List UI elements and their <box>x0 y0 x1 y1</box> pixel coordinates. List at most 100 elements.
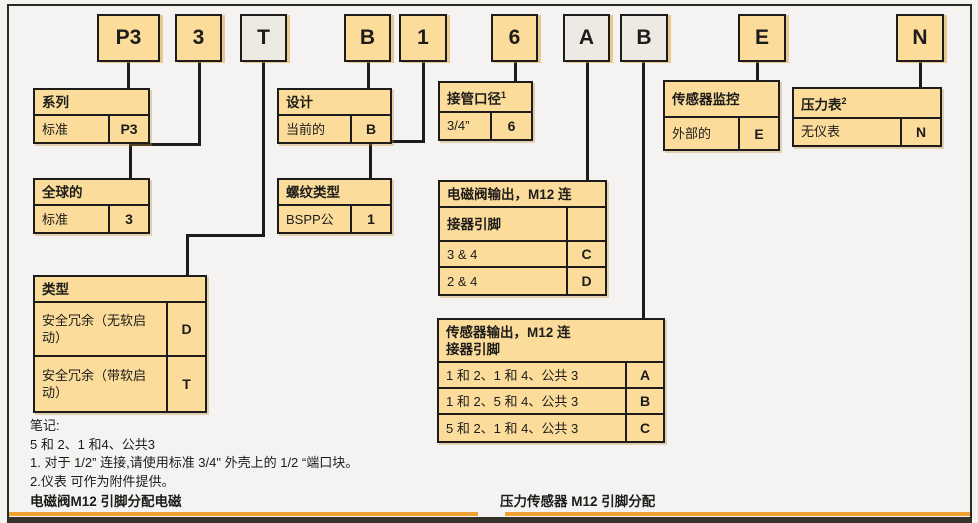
connector-line-n <box>919 62 922 87</box>
note-line: 1. 对于 1/2” 连接,请使用标准 3/4" 外壳上的 1/2 “端口块。 <box>30 455 359 470</box>
table-subheader-row: 接器引脚 <box>440 208 605 242</box>
table-row: 3/4” 6 <box>440 112 531 139</box>
table-row: 1 和 2、5 和 4、公共 3 B <box>439 389 663 415</box>
row-code: B <box>350 116 390 142</box>
row-code: C <box>566 242 605 266</box>
footer-label-sensor-pin-assignment: 压力传感器 M12 引脚分配 <box>500 494 656 509</box>
subheader-code-cell <box>566 208 605 240</box>
footnote-marker-1: 1 <box>501 90 507 100</box>
connector-line-6 <box>514 62 517 81</box>
table-row: 安全冗余（带软启动） T <box>35 357 205 411</box>
row-label: 2 & 4 <box>447 273 478 289</box>
code-box-sensor-pins: B <box>620 14 668 62</box>
table-design-title: 设计 <box>279 90 390 116</box>
row-code: A <box>625 363 663 387</box>
connector-line-t-b <box>186 234 265 237</box>
row-code: D <box>166 303 205 355</box>
footer-label-solenoid-pin-assignment: 电磁阀M12 引脚分配电磁 <box>30 494 182 509</box>
table-row: 安全冗余（无软启动） D <box>35 303 205 357</box>
row-code: P3 <box>108 116 148 142</box>
connector-line-e <box>756 62 759 80</box>
table-sensor-output-title-line1: 传感器输出，M12 连 <box>446 325 571 340</box>
code-box-monitor: E <box>738 14 786 62</box>
code-box-design: B <box>344 14 391 62</box>
notes-heading: 笔记: <box>30 418 60 433</box>
row-label: BSPP公 <box>286 211 334 227</box>
row-label: 1 和 2、5 和 4、公共 3 <box>446 393 579 409</box>
table-sensor-output-title-line2: 接器引脚 <box>446 342 500 357</box>
row-label: 安全冗余（无软启动） <box>42 313 147 345</box>
table-port-size-title: 接管口径1 <box>440 83 531 113</box>
table-port-size-title-text: 接管口径 <box>447 91 501 107</box>
footnote-marker-2: 2 <box>841 96 847 106</box>
table-row: 当前的 B <box>279 116 390 142</box>
table-design: 设计 当前的 B <box>277 88 392 144</box>
code-box-thread: 1 <box>399 14 447 62</box>
row-label: 安全冗余（带软启动） <box>42 368 147 400</box>
code-box-global: 3 <box>175 14 222 62</box>
row-label: 1 和 2、1 和 4、公共 3 <box>446 367 579 383</box>
connector-line-t-c <box>186 234 189 275</box>
table-port-size: 接管口径1 3/4” 6 <box>438 81 533 141</box>
accent-underline-left <box>9 512 478 516</box>
code-box-solenoid-pins: A <box>563 14 610 62</box>
row-label: 标准 <box>42 121 69 137</box>
table-global: 全球的 标准 3 <box>33 178 150 234</box>
table-pressure-gauge-title-text: 压力表 <box>801 97 842 113</box>
row-label: 外部的 <box>672 126 712 141</box>
row-code: N <box>900 118 940 145</box>
table-row: 2 & 4 D <box>440 268 605 294</box>
table-row: 标准 3 <box>35 206 148 232</box>
connector-line-b2 <box>642 62 645 318</box>
note-line: 2.仪表 可作为附件提供。 <box>30 473 175 489</box>
table-series-title: 系列 <box>35 90 148 116</box>
row-code: E <box>738 118 778 149</box>
connector-line-p3 <box>127 62 130 88</box>
table-row: 1 和 2、1 和 4、公共 3 A <box>439 363 663 389</box>
table-global-title: 全球的 <box>35 180 148 206</box>
row-label: 标准 <box>42 211 69 227</box>
table-solenoid-output-title: 电磁阀输出，M12 连 <box>440 182 605 208</box>
row-label: 5 和 2、1 和 4、公共 3 <box>446 420 579 436</box>
table-row: BSPP公 1 <box>279 206 390 232</box>
connector-line-3c <box>129 143 132 178</box>
row-code: C <box>625 415 663 441</box>
code-box-port: 6 <box>491 14 538 62</box>
table-sensor-output: 传感器输出，M12 连 接器引脚 1 和 2、1 和 4、公共 3 A 1 和 … <box>437 318 665 443</box>
row-code: 6 <box>490 112 531 139</box>
table-row: 外部的 E <box>665 118 778 149</box>
connector-line-1a <box>422 62 425 143</box>
note-line: 5 和 2、1 和4、公共3 <box>30 436 155 452</box>
subheader-label: 接器引脚 <box>447 216 501 232</box>
connector-line-1b <box>369 140 425 143</box>
row-label: 3 & 4 <box>447 246 478 262</box>
table-type: 类型 安全冗余（无软启动） D 安全冗余（带软启动） T <box>33 275 207 413</box>
table-solenoid-output: 电磁阀输出，M12 连 接器引脚 3 & 4 C 2 & 4 D <box>438 180 607 296</box>
table-type-title: 类型 <box>35 277 205 303</box>
row-code: 3 <box>108 206 148 232</box>
notes-block: 笔记: 5 和 2、1 和4、公共3 1. 对于 1/2” 连接,请使用标准 3… <box>30 417 358 491</box>
table-pressure-gauge: 压力表2 无仪表 N <box>792 87 942 147</box>
row-code: T <box>166 357 205 411</box>
connector-line-b <box>367 62 370 88</box>
row-label: 无仪表 <box>801 124 841 139</box>
connector-line-a <box>586 62 589 180</box>
table-sensor-output-title: 传感器输出，M12 连 接器引脚 <box>439 320 663 363</box>
table-pressure-gauge-title: 压力表2 <box>794 89 940 119</box>
table-thread: 螺纹类型 BSPP公 1 <box>277 178 392 234</box>
diagram-frame <box>7 4 972 523</box>
row-label: 当前的 <box>286 121 326 137</box>
row-code: D <box>566 268 605 294</box>
row-code: B <box>625 389 663 413</box>
table-row: 3 & 4 C <box>440 242 605 268</box>
connector-line-t-a <box>262 62 265 237</box>
table-thread-title: 螺纹类型 <box>279 180 390 206</box>
table-row: 标准 P3 <box>35 116 148 142</box>
code-box-type: T <box>240 14 287 62</box>
connector-line-3a <box>198 62 201 145</box>
row-code: 1 <box>350 206 390 232</box>
table-sensor-monitoring-title: 传感器监控 <box>665 82 778 118</box>
connector-line-1c <box>369 140 372 178</box>
accent-underline-right <box>505 512 970 516</box>
